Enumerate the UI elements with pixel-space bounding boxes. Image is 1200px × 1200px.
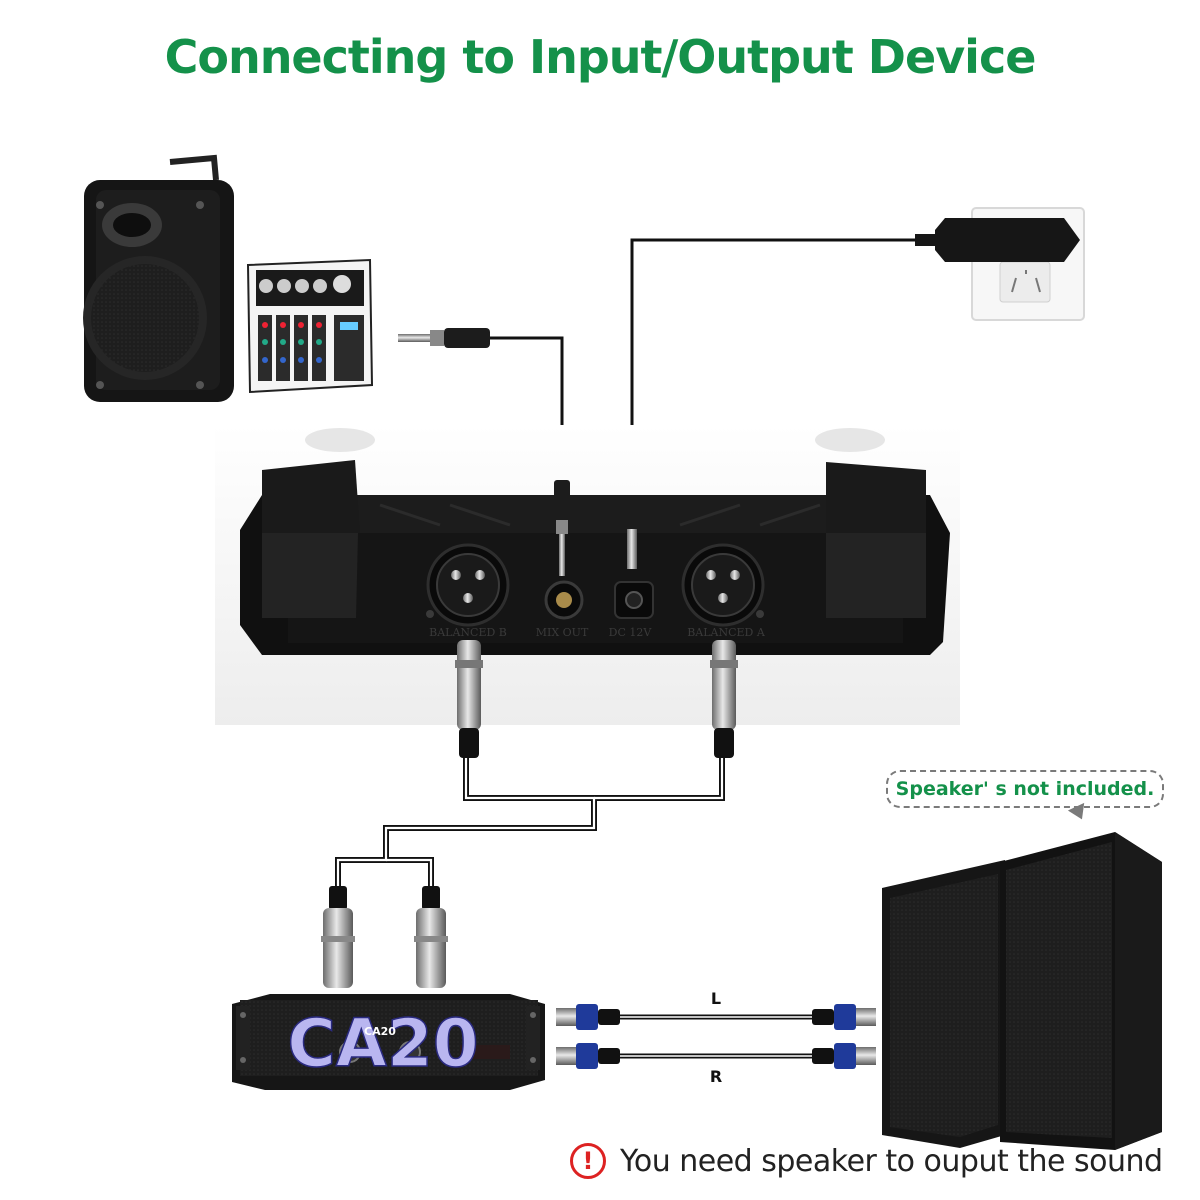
port-label-balanced-b: BALANCED B [429, 626, 507, 639]
port-balanced-a [681, 543, 765, 627]
page-title: Connecting to Input/Output Device [164, 30, 1037, 84]
dc-plug-icon [624, 495, 640, 569]
passive-speaker-back [882, 860, 1005, 1148]
audio-mixer [246, 258, 374, 394]
quarter-inch-plug-icon [398, 328, 490, 348]
port-label-mix-out: MIX OUT [536, 626, 589, 639]
power-amplifier [232, 994, 545, 1090]
xlr-female-plug-a-icon [710, 640, 738, 758]
power-adapter [915, 218, 1080, 262]
speaker-cable-left [556, 1004, 876, 1030]
port-dc-12v [614, 581, 654, 619]
speaker-cable-right [556, 1043, 876, 1069]
port-mix-out [544, 580, 584, 620]
channel-label-right: R [710, 1067, 722, 1086]
footer-note: ! You need speaker to ouput the sound [570, 1138, 1163, 1184]
speaker-note-bubble: Speaker' s not included. [886, 770, 1164, 808]
party-speaker [83, 154, 234, 402]
xlr-female-plug-b-icon [455, 640, 483, 758]
amplifier-brand: CA20 [287, 1005, 478, 1082]
speaker-note-text: Speaker' s not included. [895, 778, 1155, 800]
exclamation-icon: ! [570, 1143, 606, 1179]
port-label-dc-12v: DC 12V [609, 626, 653, 639]
passive-speaker-front [1000, 832, 1162, 1150]
quarter-inch-plug-inserted-icon [554, 480, 570, 576]
port-balanced-b [426, 543, 510, 627]
amplifier-badge: CA20 [364, 1025, 396, 1038]
xlr-male-plug-right-icon [414, 886, 448, 988]
power-cable [630, 238, 915, 500]
channel-label-left: L [711, 989, 721, 1008]
xlr-male-plug-left-icon [321, 886, 355, 988]
wireless-receiver [215, 425, 960, 725]
xlr-cable [335, 758, 725, 888]
port-label-balanced-a: BALANCED A [687, 626, 766, 639]
footer-text: You need speaker to ouput the sound [620, 1143, 1163, 1179]
